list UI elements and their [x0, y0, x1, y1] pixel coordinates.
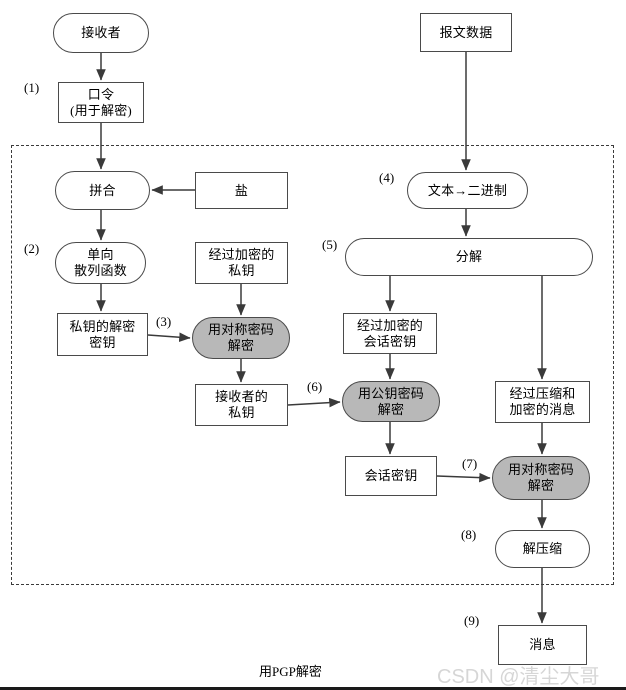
watermark-text: CSDN @清尘大哥: [437, 666, 600, 688]
step-label-step-4: (4): [379, 170, 395, 185]
node-session-key[interactable]: 会话密钥: [345, 456, 437, 496]
node-concat[interactable]: 拼合: [55, 171, 150, 210]
node-label-hash: 单向散列函数: [74, 247, 127, 278]
node-label-passphrase: 口令(用于解密): [70, 86, 132, 118]
step-label-step-5: (5): [322, 237, 338, 252]
node-label-enc-privkey: 经过加密的私钥: [208, 247, 275, 278]
node-decompress[interactable]: 解压缩: [495, 530, 590, 568]
node-passphrase[interactable]: 口令(用于解密): [58, 82, 144, 123]
node-enc-session-key[interactable]: 经过加密的会话密钥: [343, 313, 437, 354]
node-pub-decrypt[interactable]: 用公钥密码解密: [342, 381, 440, 422]
node-label-text-to-binary: 文本→二进制: [427, 182, 508, 198]
step-label-step-3: (3): [156, 314, 172, 329]
node-label-privkey-deckey: 私钥的解密密钥: [69, 318, 136, 350]
node-receiver-privkey[interactable]: 接收者的私钥: [195, 384, 288, 426]
node-label-concat: 拼合: [89, 182, 116, 198]
node-label-message: 消息: [529, 637, 556, 652]
node-label-decompress: 解压缩: [522, 541, 563, 556]
node-label-split: 分解: [455, 249, 483, 264]
node-message[interactable]: 消息: [498, 625, 587, 665]
node-label-comp-enc-msg: 经过压缩和加密的消息: [509, 386, 576, 417]
node-enc-privkey[interactable]: 经过加密的私钥: [195, 242, 288, 284]
node-sym-decrypt-2[interactable]: 用对称密码解密: [492, 456, 590, 500]
node-label-salt: 盐: [234, 182, 249, 198]
node-label-pub-decrypt: 用公钥密码解密: [357, 385, 424, 417]
node-split[interactable]: 分解: [345, 238, 593, 276]
node-label-message-data: 报文数据: [439, 24, 493, 40]
step-label-step-2: (2): [24, 241, 40, 256]
node-receiver[interactable]: 接收者: [53, 13, 149, 53]
step-label-step-1: (1): [24, 80, 40, 95]
step-label-step-7: (7): [462, 456, 478, 471]
node-label-session-key: 会话密钥: [364, 468, 418, 483]
node-privkey-deckey[interactable]: 私钥的解密密钥: [57, 313, 148, 356]
pgp-boundary-region: [11, 145, 614, 585]
node-sym-decrypt-1[interactable]: 用对称密码解密: [192, 317, 290, 359]
bottom-rule: [0, 687, 626, 690]
node-salt[interactable]: 盐: [195, 172, 288, 209]
node-label-sym-decrypt-1: 用对称密码解密: [207, 322, 274, 353]
step-label-step-9: (9): [464, 613, 480, 628]
step-label-step-8: (8): [461, 527, 477, 542]
node-label-enc-session-key: 经过加密的会话密钥: [356, 317, 423, 349]
figure-caption: 用PGP解密: [259, 664, 322, 679]
node-hash[interactable]: 单向散列函数: [55, 242, 146, 284]
node-comp-enc-msg[interactable]: 经过压缩和加密的消息: [495, 381, 590, 423]
node-label-sym-decrypt-2: 用对称密码解密: [507, 462, 574, 493]
node-message-data[interactable]: 报文数据: [420, 13, 512, 52]
node-label-receiver-privkey: 接收者的私钥: [215, 389, 268, 420]
node-text-to-binary[interactable]: 文本→二进制: [407, 172, 528, 209]
step-label-step-6: (6): [307, 379, 323, 394]
node-label-receiver: 接收者: [81, 25, 121, 40]
